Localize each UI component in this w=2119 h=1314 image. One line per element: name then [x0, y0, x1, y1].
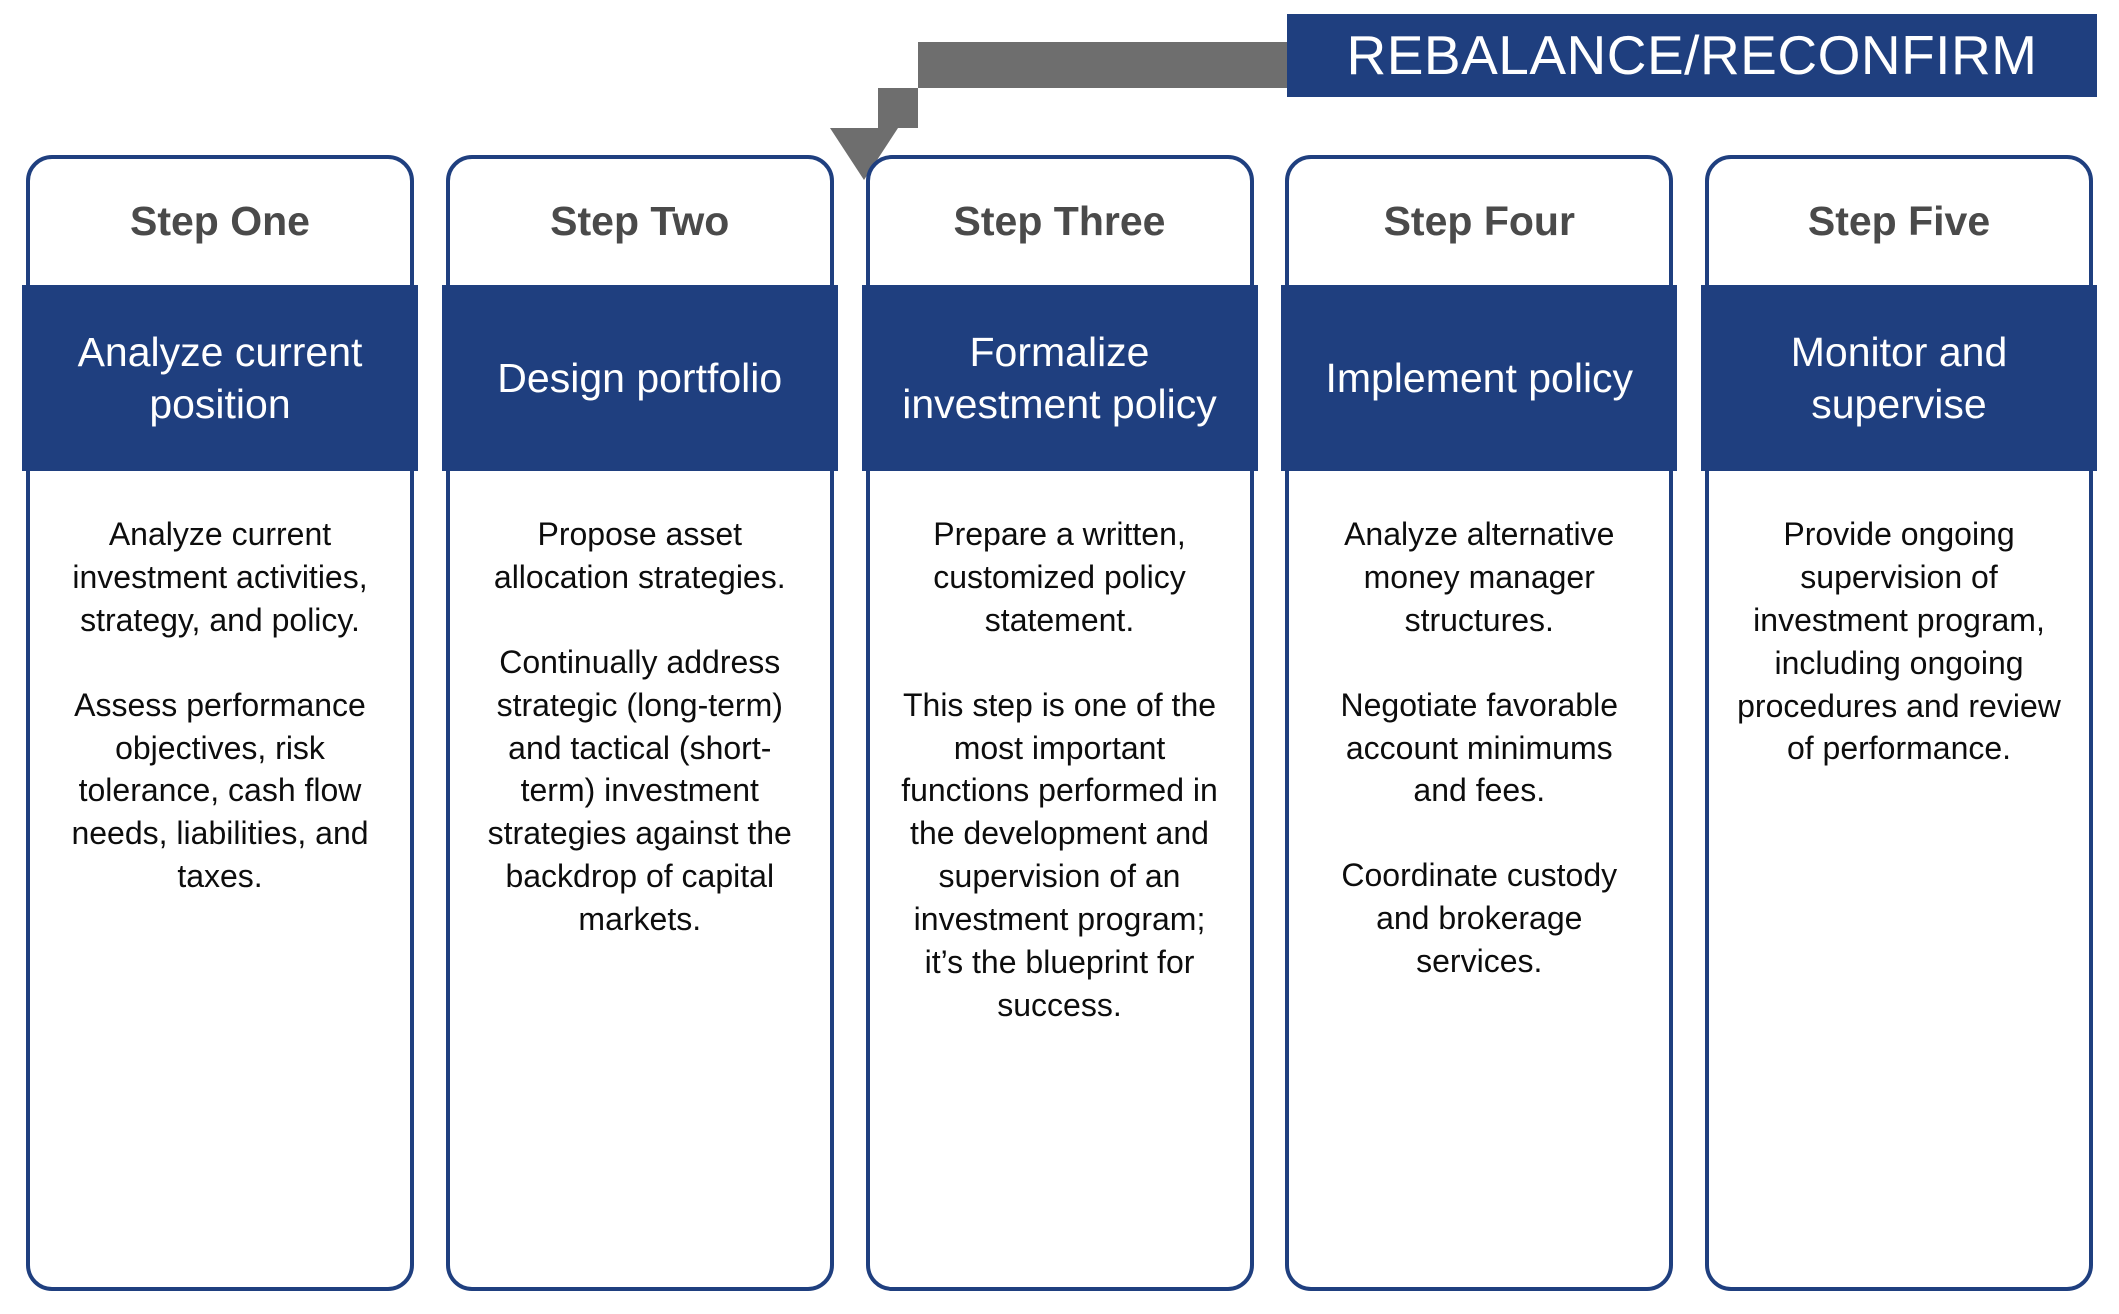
step-paragraph: Negotiate favorable account minimums and…: [1340, 686, 1618, 809]
step-body-one: Analyze current investment activities, s…: [30, 471, 410, 1287]
step-header-five: Step Five: [1709, 159, 2089, 285]
step-header-four: Step Four: [1289, 159, 1669, 285]
step-title-four: Implement policy: [1325, 354, 1634, 401]
step-header-one: Step One: [30, 159, 410, 285]
step-label-five: Step Five: [1807, 198, 1991, 245]
step-label-two: Step Two: [550, 198, 730, 245]
step-body-four: Analyze alternative money manager struct…: [1289, 471, 1669, 1287]
rebalance-reconfirm-label: REBALANCE/RECONFIRM: [1346, 24, 2038, 86]
step-header-three: Step Three: [870, 159, 1250, 285]
step-title-band-four: Implement policy: [1281, 285, 1678, 471]
step-paragraph: Prepare a written, customized policy sta…: [933, 516, 1186, 638]
step-paragraph: Analyze alternative money manager struct…: [1344, 516, 1615, 638]
step-card-two: Step Two Design portfolio Propose asset …: [441, 155, 838, 1291]
step-paragraph: Coordinate custody and brokerage service…: [1341, 857, 1618, 979]
step-body-two: Propose asset allocation strategies. Con…: [450, 471, 830, 1287]
step-title-three: Formalize investment policy: [902, 328, 1217, 427]
step-title-two: Design portfolio: [497, 354, 783, 401]
step-paragraph: Assess performance objectives, risk tole…: [71, 686, 369, 895]
step-header-two: Step Two: [450, 159, 830, 285]
step-title-band-two: Design portfolio: [441, 285, 838, 471]
step-title-band-one: Analyze current position: [22, 285, 418, 471]
step-card-four: Step Four Implement policy Analyze alter…: [1281, 155, 1678, 1291]
step-title-band-five: Monitor and supervise: [1701, 285, 2097, 471]
step-paragraph: Continually address strategic (long-term…: [487, 643, 792, 937]
step-title-five: Monitor and supervise: [1790, 328, 2008, 427]
steps-row: Step One Analyze current position Analyz…: [0, 155, 2119, 1295]
step-card-three: Step Three Formalize investment policy P…: [861, 155, 1258, 1291]
step-body-three: Prepare a written, customized policy sta…: [870, 471, 1250, 1287]
feedback-loop-arrow: [830, 42, 1310, 180]
step-paragraph: Provide ongoing supervision of investmen…: [1737, 516, 2061, 767]
step-label-one: Step One: [130, 198, 310, 245]
step-paragraph: Analyze current investment activities, s…: [72, 516, 368, 638]
step-label-four: Step Four: [1383, 198, 1575, 245]
step-paragraph: Propose asset allocation strategies.: [493, 516, 786, 595]
step-title-band-three: Formalize investment policy: [861, 285, 1258, 471]
rebalance-reconfirm-banner: REBALANCE/RECONFIRM: [1287, 14, 2097, 97]
step-paragraph: This step is one of the most important f…: [901, 686, 1218, 1023]
step-card-one: Step One Analyze current position Analyz…: [22, 155, 418, 1291]
step-card-five: Step Five Monitor and supervise Provide …: [1701, 155, 2097, 1291]
step-title-one: Analyze current position: [77, 328, 363, 427]
step-body-five: Provide ongoing supervision of investmen…: [1709, 471, 2089, 1287]
step-label-three: Step Three: [953, 198, 1166, 245]
